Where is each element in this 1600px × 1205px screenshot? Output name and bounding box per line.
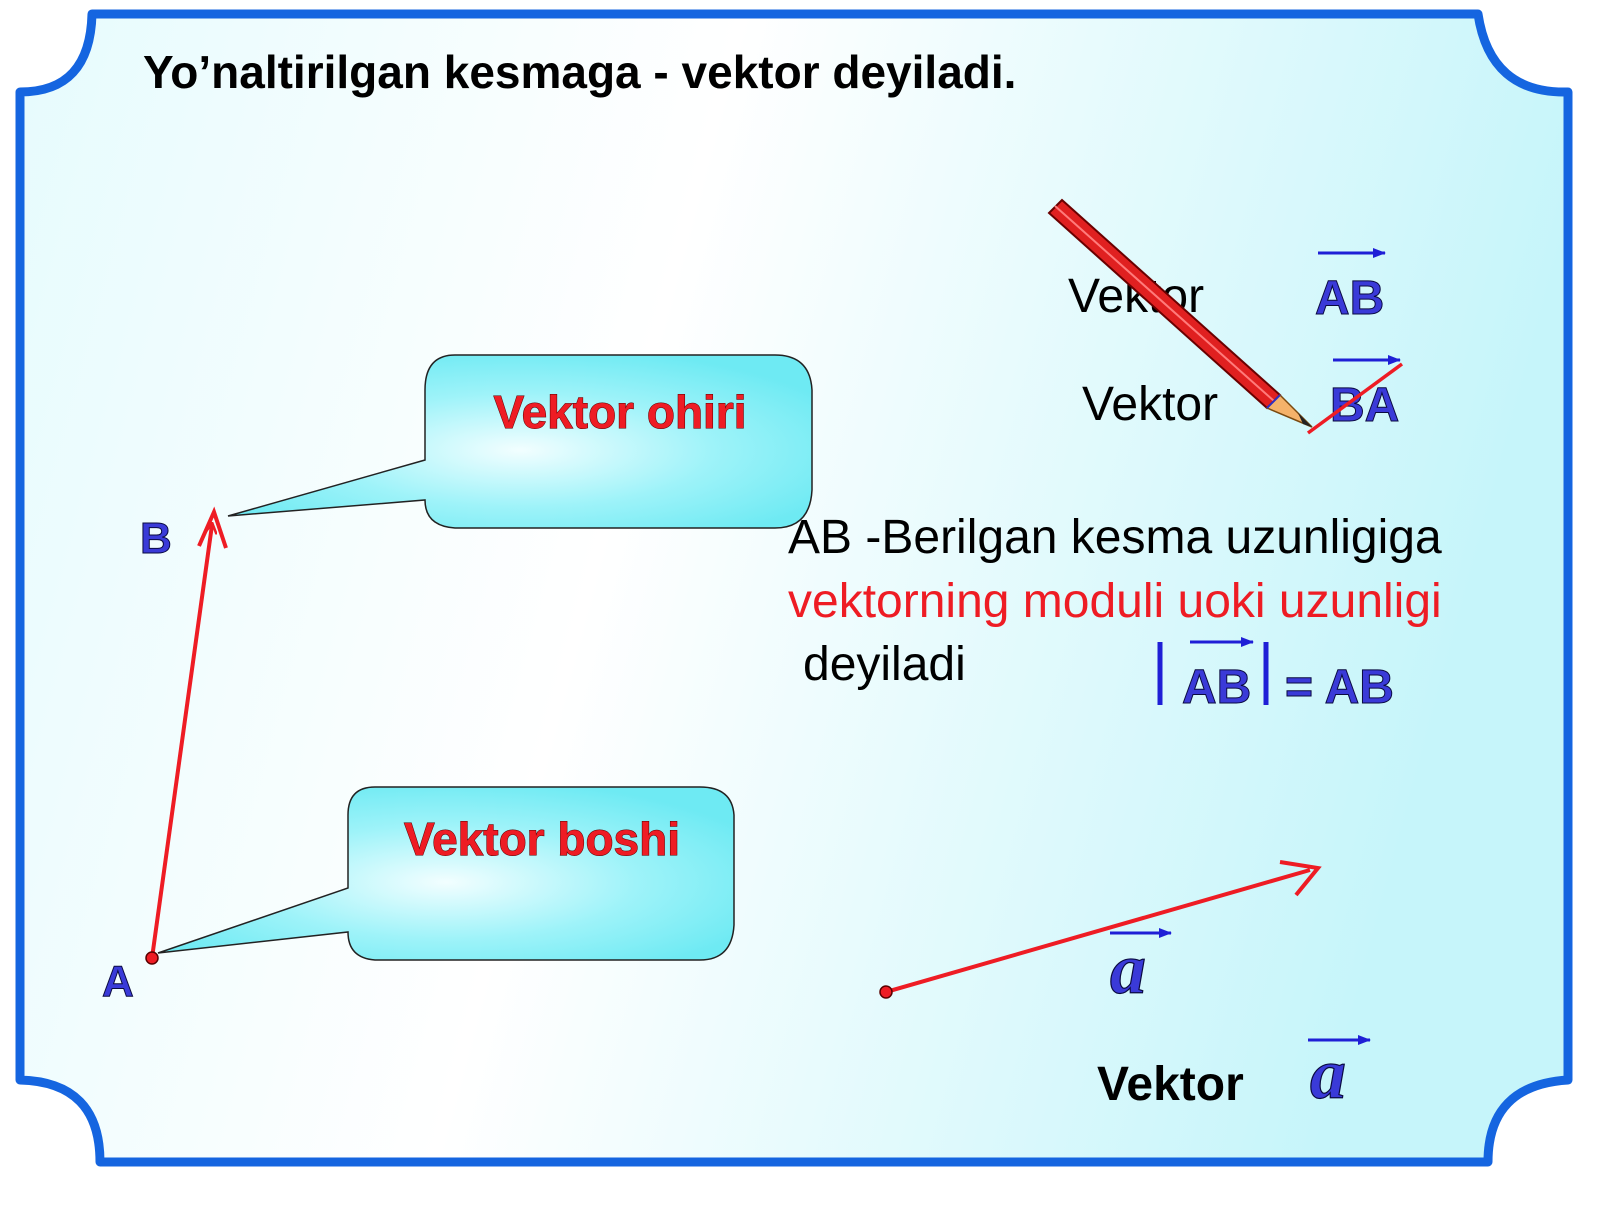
point-a-dot — [145, 951, 159, 965]
vector-ab-line — [150, 525, 212, 959]
vector-ab — [145, 506, 228, 965]
callout-start-text: Vektor boshi — [404, 813, 680, 865]
vector-a-head — [1279, 860, 1322, 897]
ba-strike-line — [1306, 362, 1404, 435]
callout-vector-start: Vektor boshi — [157, 786, 735, 961]
callout-end-text: Vektor ohiri — [493, 386, 746, 438]
point-a-label: A — [102, 957, 134, 1006]
definition-line-2: vektorning moduli uoki uzunligi — [788, 575, 1442, 628]
vector-a-start-dot — [879, 985, 893, 999]
vector-ab-head — [197, 506, 228, 549]
vector-a-line — [885, 868, 1311, 994]
definition-line-3: deyiladi — [803, 638, 966, 691]
notation-block: Vektor AB Vektor BA — [1068, 248, 1404, 435]
formula-ab: AB — [1182, 661, 1251, 714]
modulus-formula: AB = AB — [1157, 637, 1394, 715]
vector-a — [879, 860, 1322, 999]
notation-ba: BA — [1330, 379, 1399, 432]
notation-ab: AB — [1315, 272, 1384, 325]
definition-line-1: AB -Berilgan kesma uzunligiga — [788, 511, 1442, 564]
formula-rhs: = AB — [1285, 661, 1394, 714]
callout-vector-end: Vektor ohiri — [227, 354, 813, 529]
point-b-label: B — [140, 514, 172, 563]
slide-title: Yo’naltirilgan kesmaga - vektor deyiladi… — [143, 46, 1016, 98]
notation-word-2: Vektor — [1082, 378, 1218, 431]
vector-a-word: Vektor — [1097, 1058, 1244, 1111]
pencil-icon — [1047, 198, 1313, 428]
vector-a-symbol: a — [1110, 929, 1146, 1009]
vector-a-symbol-2: a — [1310, 1034, 1346, 1114]
